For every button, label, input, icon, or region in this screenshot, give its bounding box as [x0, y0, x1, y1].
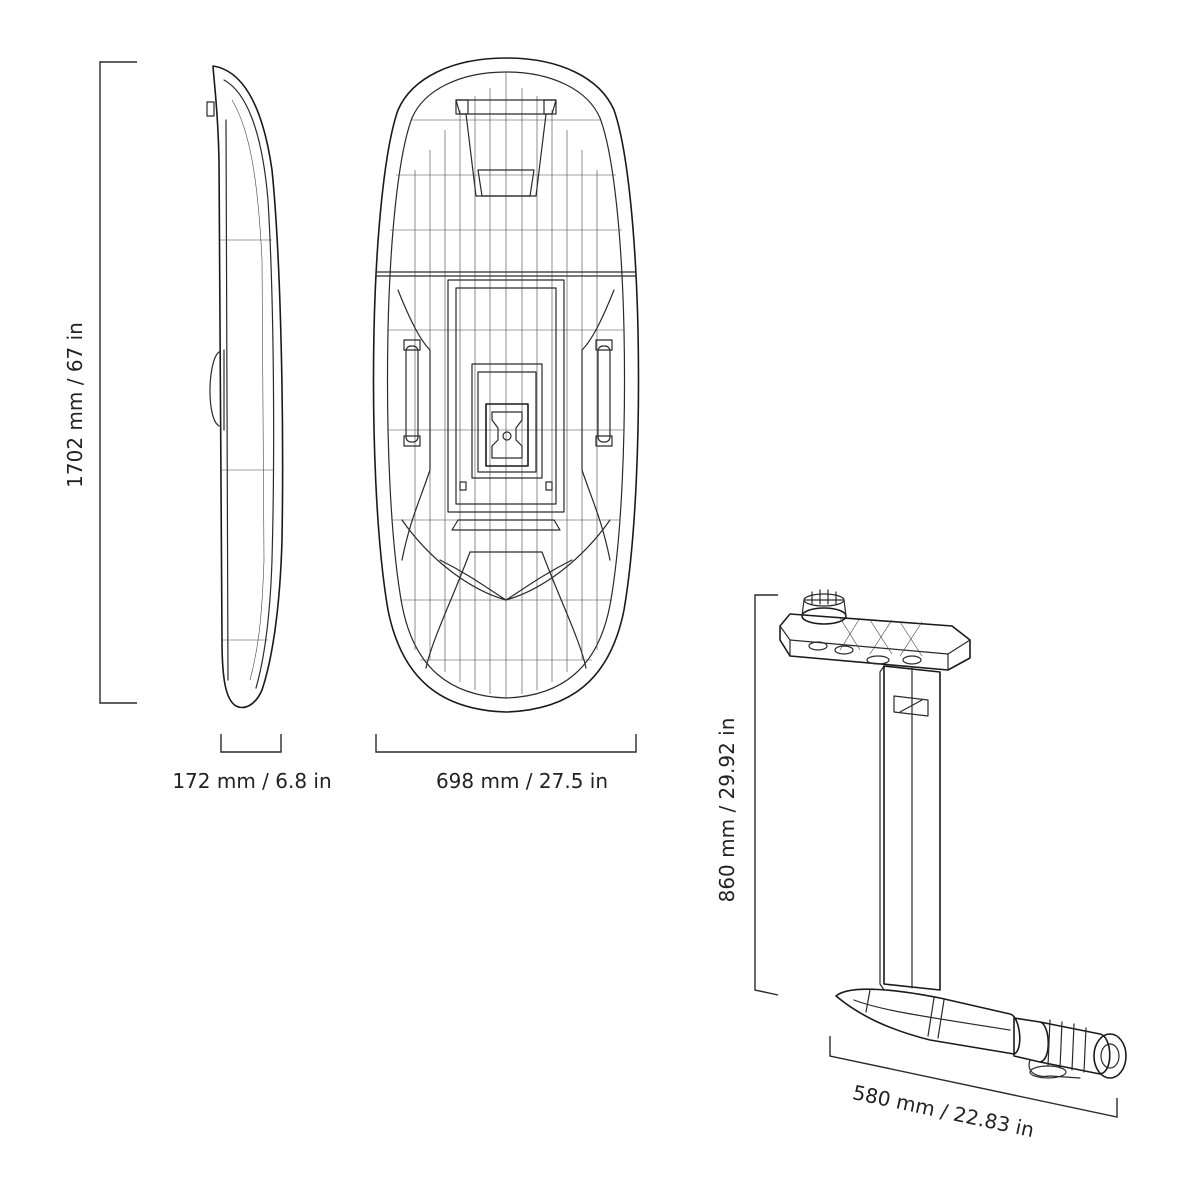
board-thickness-label: 172 mm / 6.8 in — [172, 769, 331, 793]
board-width-label: 698 mm / 27.5 in — [436, 769, 608, 793]
mast-height-dimension: 860 mm / 29.92 in — [715, 594, 779, 996]
board-thickness-dimension: 172 mm / 6.8 in — [172, 734, 332, 793]
board-top-view — [372, 57, 640, 713]
fuselage-length-bracket — [829, 1036, 1118, 1118]
board-length-label: 1702 mm / 67 in — [63, 322, 87, 488]
board-thickness-bracket — [220, 734, 282, 753]
hydrofoil-drawing — [779, 589, 1127, 1079]
fuselage-length-label: 580 mm / 22.83 in — [851, 1080, 1037, 1142]
board-length-dimension: 1702 mm / 67 in — [63, 61, 137, 704]
board-side-view — [206, 65, 284, 709]
mast-height-bracket — [754, 594, 779, 996]
mast-height-label: 860 mm / 29.92 in — [715, 718, 739, 903]
board-width-dimension: 698 mm / 27.5 in — [375, 734, 637, 793]
board-width-bracket — [375, 734, 637, 753]
board-length-bracket — [99, 61, 137, 704]
fuselage-length-dimension: 580 mm / 22.83 in — [829, 1036, 1118, 1142]
